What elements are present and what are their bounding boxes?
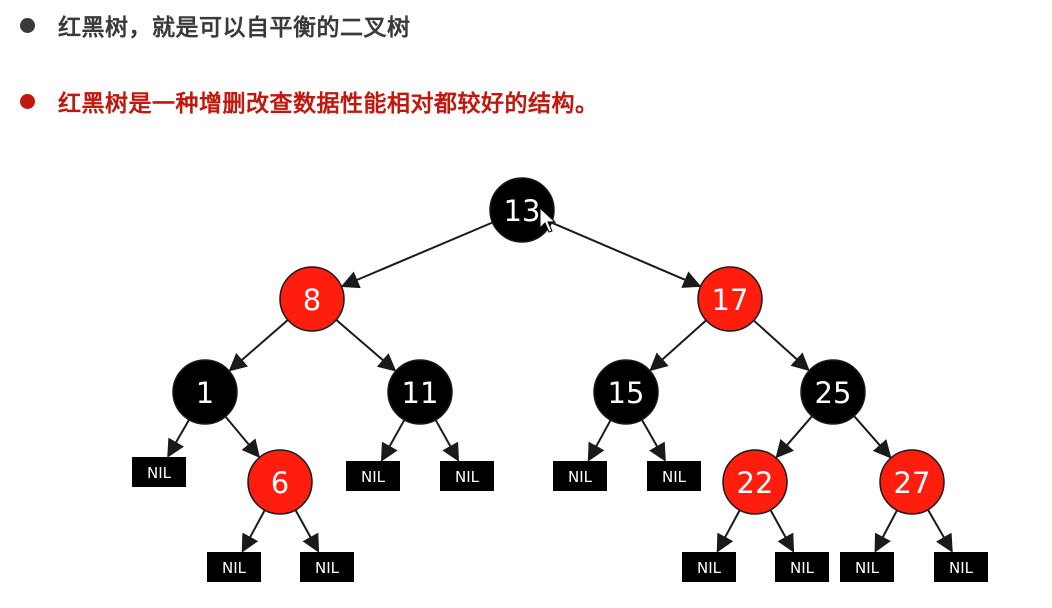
tree-edge-n25-n27 — [853, 415, 892, 459]
nil-leaf: NIL — [647, 461, 701, 491]
tree-node-label: 6 — [271, 466, 289, 500]
nil-leaf-label: NIL — [315, 559, 340, 577]
tree-node-circle — [172, 359, 238, 425]
nil-leaf-box — [346, 461, 400, 491]
nil-leaf: NIL — [440, 461, 494, 491]
nil-leaf: NIL — [346, 461, 400, 491]
nil-leaf-label: NIL — [147, 464, 172, 482]
tree-edge-n22-nil22R — [769, 509, 795, 553]
tree-edge-n27-nil27L — [874, 509, 898, 553]
tree-edge-n11-nil11L — [381, 419, 406, 462]
bullet-item-1: 红黑树，就是可以自平衡的二叉树 — [20, 8, 411, 42]
tree-edge-n11-nil11R — [434, 419, 459, 462]
bullet-item-2: 红黑树是一种增删改查数据性能相对都较好的结构。 — [20, 84, 599, 118]
nil-leaf: NIL — [840, 552, 894, 582]
nil-leaf-label: NIL — [568, 468, 593, 486]
tree-node-8: 8 — [279, 266, 345, 332]
nil-leaf-box — [682, 552, 736, 582]
tree-node-circle — [722, 449, 788, 515]
tree-node-circle — [800, 359, 866, 425]
nil-leaf: NIL — [934, 552, 988, 582]
tree-edge-n1-nil1L — [167, 419, 190, 458]
nil-leaf-box — [132, 457, 186, 487]
tree-node-13: 13 — [489, 177, 555, 243]
nil-leaf-box — [840, 552, 894, 582]
bullet-text-2: 红黑树是一种增删改查数据性能相对都较好的结构。 — [58, 91, 599, 117]
tree-node-circle — [879, 449, 945, 515]
tree-node-circle — [489, 177, 555, 243]
tree-node-label: 11 — [402, 376, 439, 410]
tree-node-label: 27 — [894, 466, 931, 500]
nil-leaf-label: NIL — [662, 468, 687, 486]
tree-edge-n15-nil15L — [587, 419, 612, 462]
tree-edge-n8-n11 — [335, 319, 397, 372]
tree-edges — [167, 221, 953, 553]
tree-node-27: 27 — [879, 449, 945, 515]
tree-node-label: 8 — [303, 283, 321, 317]
nil-leaf-label: NIL — [697, 559, 722, 577]
tree-edge-n27-nil27R — [927, 509, 953, 553]
tree-node-11: 11 — [387, 359, 453, 425]
nil-leaf-label: NIL — [222, 559, 247, 577]
nil-leaf: NIL — [132, 457, 186, 487]
nil-leaf-label: NIL — [949, 559, 974, 577]
tree-node-17: 17 — [697, 266, 763, 332]
tree-node-15: 15 — [593, 359, 659, 425]
tree-edge-n13-n8 — [340, 221, 493, 289]
tree-node-circle — [247, 449, 313, 515]
nil-leaf: NIL — [300, 552, 354, 582]
tree-node-circle — [697, 266, 763, 332]
tree-node-label: 17 — [712, 283, 749, 317]
nil-leaf-box — [440, 461, 494, 491]
tree-node-label: 22 — [737, 466, 774, 500]
nil-leaf-box — [207, 552, 261, 582]
tree-edge-n8-n1 — [228, 319, 289, 372]
nil-leaf: NIL — [553, 461, 607, 491]
tree-node-circle — [387, 359, 453, 425]
tree-edge-n1-n6 — [224, 415, 261, 459]
tree-node-1: 1 — [172, 359, 238, 425]
nil-leaf-box — [553, 461, 607, 491]
nil-leaf-box — [775, 552, 829, 582]
tree-node-6: 6 — [247, 449, 313, 515]
tree-edge-n17-n15 — [649, 319, 707, 372]
nil-leaf: NIL — [682, 552, 736, 582]
nil-leaf-box — [300, 552, 354, 582]
tree-node-label: 13 — [504, 194, 541, 228]
bullet-dot-icon — [20, 93, 35, 109]
nil-leaf-label: NIL — [361, 468, 386, 486]
tree-edge-n6-nil6L — [241, 509, 266, 553]
nil-leaf-box — [647, 461, 701, 491]
tree-node-label: 25 — [815, 376, 852, 410]
tree-node-circle — [279, 266, 345, 332]
tree-edge-n6-nil6R — [294, 509, 320, 553]
mouse-cursor-icon — [539, 206, 557, 233]
bullet-text-1: 红黑树，就是可以自平衡的二叉树 — [58, 15, 411, 41]
nil-leaf-label: NIL — [455, 468, 480, 486]
tree-node-22: 22 — [722, 449, 788, 515]
nil-leaf-label: NIL — [790, 559, 815, 577]
tree-edge-n17-n25 — [753, 319, 810, 372]
nil-leaf-label: NIL — [855, 559, 880, 577]
tree-edge-n15-nil15R — [641, 419, 666, 462]
bullet-dot-icon — [20, 17, 35, 33]
tree-node-label: 15 — [608, 376, 645, 410]
tree-edge-n22-nil22L — [716, 509, 741, 553]
nil-leaf: NIL — [207, 552, 261, 582]
tree-node-25: 25 — [800, 359, 866, 425]
nil-leaf-box — [934, 552, 988, 582]
tree-edge-n13-n17 — [551, 221, 702, 288]
tree-edge-n25-n22 — [775, 415, 813, 459]
tree-node-circle — [593, 359, 659, 425]
nil-leaf: NIL — [775, 552, 829, 582]
tree-node-label: 1 — [196, 376, 214, 410]
